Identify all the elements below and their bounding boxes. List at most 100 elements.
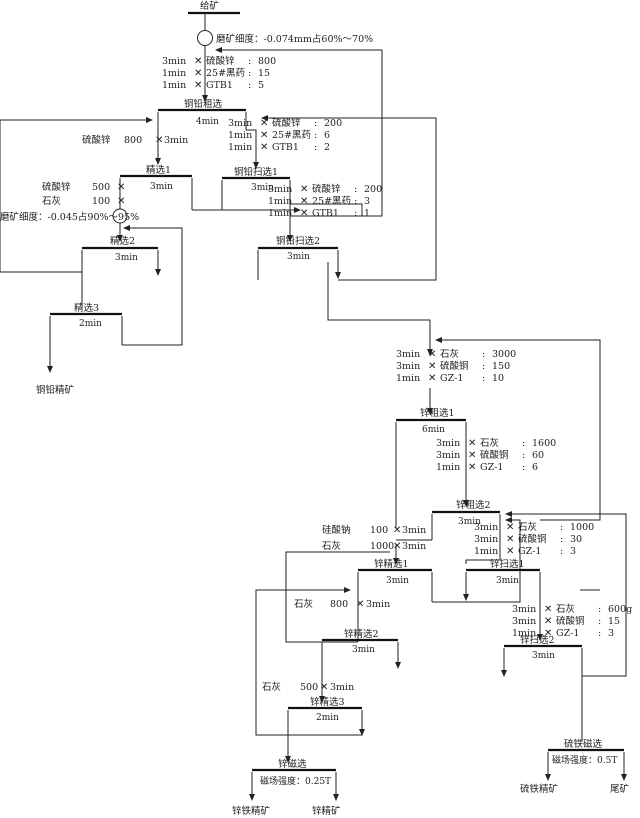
reagent-dose: 800 — [258, 56, 276, 67]
reagent-dose: 5 — [258, 80, 264, 91]
reagent-time: 3min — [474, 534, 498, 545]
reagent-separator: : — [560, 522, 563, 533]
reagent-separator: : — [560, 546, 563, 557]
cell-cu-clean1-label: 精选1 — [146, 164, 171, 176]
cell-cu-clean2-label: 精选2 — [110, 235, 135, 247]
reagent-time: 3min — [512, 604, 536, 615]
cell-zn-clean1-label: 锌精选1 — [374, 558, 409, 570]
reagent-zn-clean1: 硅酸钠 100 ✕ 3min 石灰 1000 ✕ 3min — [322, 524, 426, 552]
reagent-name: 石灰 — [518, 521, 537, 533]
reagent-time: 1min — [268, 208, 292, 219]
reagent-name: 石灰 — [480, 437, 499, 449]
addition-mark: ✕ — [506, 534, 514, 545]
grinding-fineness-2: 磨矿细度：-0.045占90%～95% — [0, 211, 139, 223]
reagent-dose: 3 — [608, 628, 614, 639]
reagent-dose: 600g — [608, 604, 632, 615]
reagent-name: 硫酸锌 — [272, 117, 301, 129]
reagent-time: 1min — [162, 68, 186, 79]
reagent-name: 石灰 — [440, 348, 459, 360]
reagent-separator: : — [482, 373, 485, 384]
reagent-zn-clean3: 石灰 500 ✕ 3min — [262, 681, 354, 693]
reagent-name: 硫酸铜 — [518, 533, 547, 545]
reagent-name: 硫酸锌 — [42, 181, 71, 193]
reagent-dose: 500 — [92, 182, 110, 193]
cu-scav2-conc-loop — [261, 115, 437, 281]
reagent-dose: 500 — [300, 682, 318, 693]
reagent-time: 1min — [162, 80, 186, 91]
addition-mark: ✕ — [468, 462, 476, 473]
reagent-separator: : — [598, 616, 601, 627]
addition-mark: ✕ — [194, 56, 202, 67]
zn-scav1-conc-loop — [435, 337, 601, 521]
cell-cu-clean2-time: 3min — [115, 253, 138, 263]
zn-clean3-tail-loop — [255, 587, 362, 736]
reagent-separator: : — [522, 462, 525, 473]
addition-mark: ✕ — [544, 616, 552, 627]
cell-zn-clean2-label: 锌精选2 — [344, 628, 379, 640]
addition-mark: ✕ — [468, 438, 476, 449]
addition-mark: ✕ — [356, 599, 364, 610]
reagent-time: 3min — [436, 450, 460, 461]
reagent-dose: 6 — [532, 462, 538, 473]
reagent-separator: : — [560, 534, 563, 545]
reagent-time: 1min — [474, 546, 498, 557]
addition-mark: ✕ — [393, 525, 401, 536]
reagent-name: 石灰 — [556, 603, 575, 615]
reagent-separator: : — [314, 118, 317, 129]
reagent-separator: : — [248, 68, 251, 79]
addition-mark: ✕ — [260, 142, 268, 153]
reagent-time: 3min — [162, 56, 186, 67]
addition-mark: ✕ — [194, 80, 202, 91]
addition-mark: ✕ — [506, 546, 514, 557]
reagent-separator: : — [598, 628, 601, 639]
reagent-separator: : — [482, 349, 485, 360]
reagent-time: 3min — [366, 599, 390, 610]
cell-zn-rough2-label: 锌粗选2 — [456, 499, 491, 511]
reagent-name: 石灰 — [322, 540, 341, 552]
cell-cu-scav2-label: 铜铅扫选2 — [276, 235, 320, 247]
reagent-name: 25#黑药 — [312, 196, 351, 207]
addition-mark: ✕ — [300, 184, 308, 195]
addition-mark: ✕ — [428, 349, 436, 360]
reagent-name: GZ-1 — [440, 373, 463, 384]
reagent-dose: 10 — [492, 373, 504, 384]
reagent-dose: 1000 — [370, 541, 394, 552]
reagent-name: 25#黑药 — [272, 130, 311, 141]
product-zn-conc: 锌精矿 — [312, 805, 341, 817]
reagent-separator: : — [522, 450, 525, 461]
reagent-separator: : — [522, 438, 525, 449]
reagent-time: 3min — [474, 522, 498, 533]
cell-sulfide-mag-field: 磁场强度：0.5T — [552, 754, 617, 766]
cell-cu-clean3-label: 精选3 — [74, 302, 99, 314]
reagent-dose: 1000 — [570, 522, 594, 533]
reagent-time: 3min — [396, 361, 420, 372]
addition-mark: ✕ — [544, 628, 552, 639]
reagent-dose: 15 — [258, 68, 270, 79]
reagent-name: 硫酸锌 — [82, 134, 111, 146]
reagent-dose: 3 — [570, 546, 576, 557]
zn-scav2-conc-loop — [505, 511, 627, 677]
reagent-name: GZ-1 — [518, 546, 541, 557]
reagent-dose: 1 — [364, 208, 370, 219]
reagent-time: 1min — [268, 196, 292, 207]
reagent-time: 1min — [228, 142, 252, 153]
reagent-dose: 1600 — [532, 438, 556, 449]
reagent-dose: 2 — [324, 142, 330, 153]
reagent-separator: : — [248, 80, 251, 91]
cell-zn-scav1-time: 3min — [496, 576, 519, 586]
cell-sulfide-mag-label: 硫铁磁选 — [564, 738, 603, 750]
cell-zn-rough2-time: 3min — [458, 517, 481, 527]
addition-mark: ✕ — [300, 196, 308, 207]
reagent-separator: : — [354, 208, 357, 219]
reagent-name: 石灰 — [42, 195, 61, 207]
cell-cu-rough-label: 铜铅粗选 — [184, 98, 223, 110]
reagent-name: 硫酸铜 — [440, 360, 469, 372]
grinding-mill-1 — [197, 30, 213, 46]
addition-mark: ✕ — [155, 135, 163, 146]
reagent-name: 石灰 — [294, 598, 313, 610]
reagent-time: 3min — [436, 438, 460, 449]
addition-mark: ✕ — [393, 541, 401, 552]
